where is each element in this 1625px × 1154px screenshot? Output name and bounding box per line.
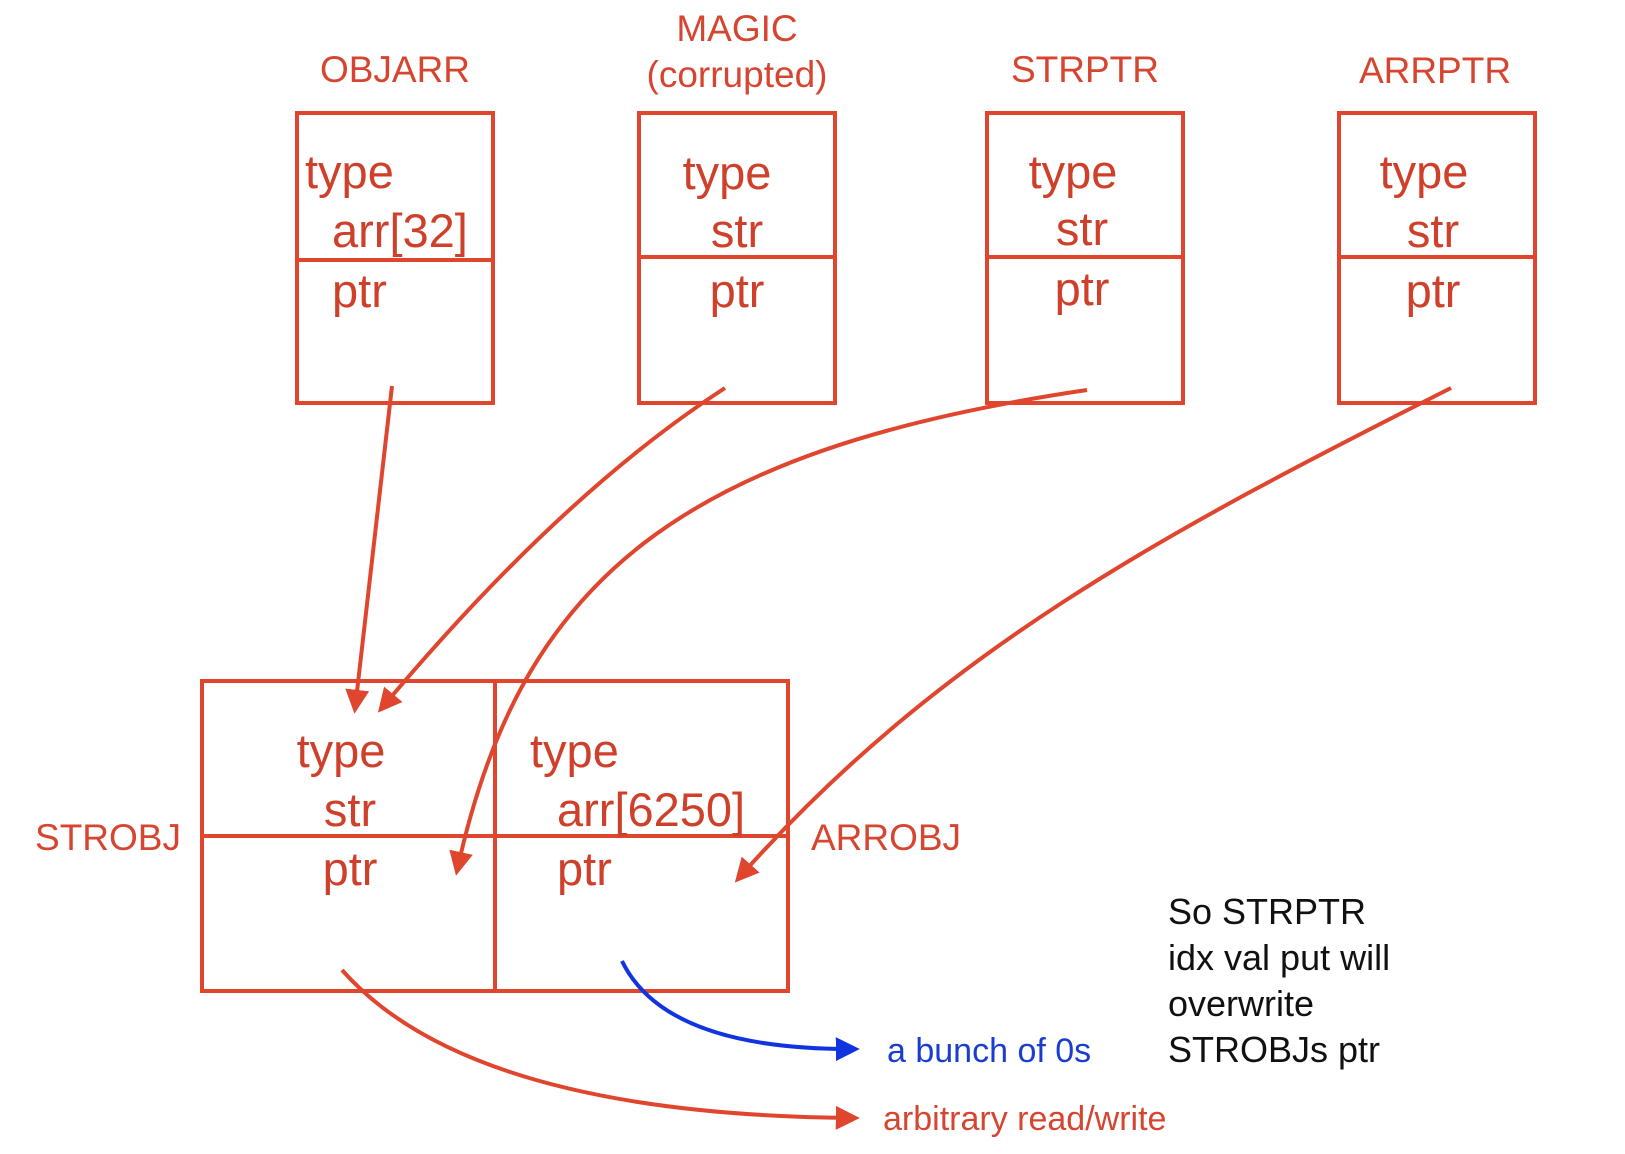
object-arrobj: ARROBJ type arr[6250] ptr <box>530 724 961 895</box>
struct-objarr: OBJARR type arr[32] ptr <box>295 49 495 405</box>
field-str: str <box>324 783 376 836</box>
field-ptr: ptr <box>323 842 378 895</box>
struct-strptr: STRPTR type str ptr <box>985 49 1185 405</box>
field-ptr: ptr <box>332 264 387 317</box>
arrow-magic-to-strobj-type <box>377 386 727 713</box>
field-ptr: ptr <box>557 842 612 895</box>
struct-objarr-title: OBJARR <box>320 49 470 90</box>
object-strobj: STROBJ type str ptr <box>35 724 385 895</box>
note-line: So STRPTR <box>1168 891 1366 932</box>
object-block: STROBJ type str ptr ARROBJ type arr[6250… <box>35 679 961 993</box>
struct-magic-title: MAGIC <box>676 8 797 49</box>
field-type: type <box>297 724 386 777</box>
struct-magic-subtitle: (corrupted) <box>647 54 828 95</box>
arrow-strptr-to-strobj-ptr <box>449 388 1088 876</box>
field-str: str <box>1056 202 1108 255</box>
arrow-strobj-ptr-to-arbitrary <box>340 968 860 1130</box>
explanation-note: So STRPTR idx val put will overwrite STR… <box>1168 891 1390 1070</box>
struct-magic: MAGIC (corrupted) type str ptr <box>637 8 837 405</box>
field-type: type <box>683 146 772 199</box>
arrow-objarr-to-strobj-type <box>345 385 394 714</box>
field-type: type <box>305 145 394 198</box>
arrow-arrptr-to-arrobj-ptr <box>734 386 1452 883</box>
note-line: STROBJs ptr <box>1168 1029 1380 1070</box>
object-arrobj-label: ARROBJ <box>811 817 961 858</box>
struct-arrptr-title: ARRPTR <box>1359 50 1511 91</box>
field-arr: arr[6250] <box>557 783 745 836</box>
arrow-arrobj-ptr-to-zeros <box>620 960 860 1062</box>
field-type: type <box>1380 145 1469 198</box>
field-type: type <box>530 724 619 777</box>
field-arr: arr[32] <box>332 204 468 257</box>
struct-strptr-title: STRPTR <box>1011 49 1159 90</box>
note-line: overwrite <box>1168 983 1314 1024</box>
field-str: str <box>711 204 763 257</box>
field-ptr: ptr <box>1055 262 1110 315</box>
object-strobj-label: STROBJ <box>35 817 181 858</box>
zeros-label: a bunch of 0s <box>887 1032 1091 1070</box>
field-str: str <box>1407 204 1459 257</box>
arbitrary-rw-label: arbitrary read/write <box>883 1100 1166 1138</box>
field-ptr: ptr <box>710 264 765 317</box>
field-type: type <box>1029 145 1118 198</box>
note-line: idx val put will <box>1168 937 1390 978</box>
struct-arrptr: ARRPTR type str ptr <box>1337 50 1537 405</box>
field-ptr: ptr <box>1406 264 1461 317</box>
